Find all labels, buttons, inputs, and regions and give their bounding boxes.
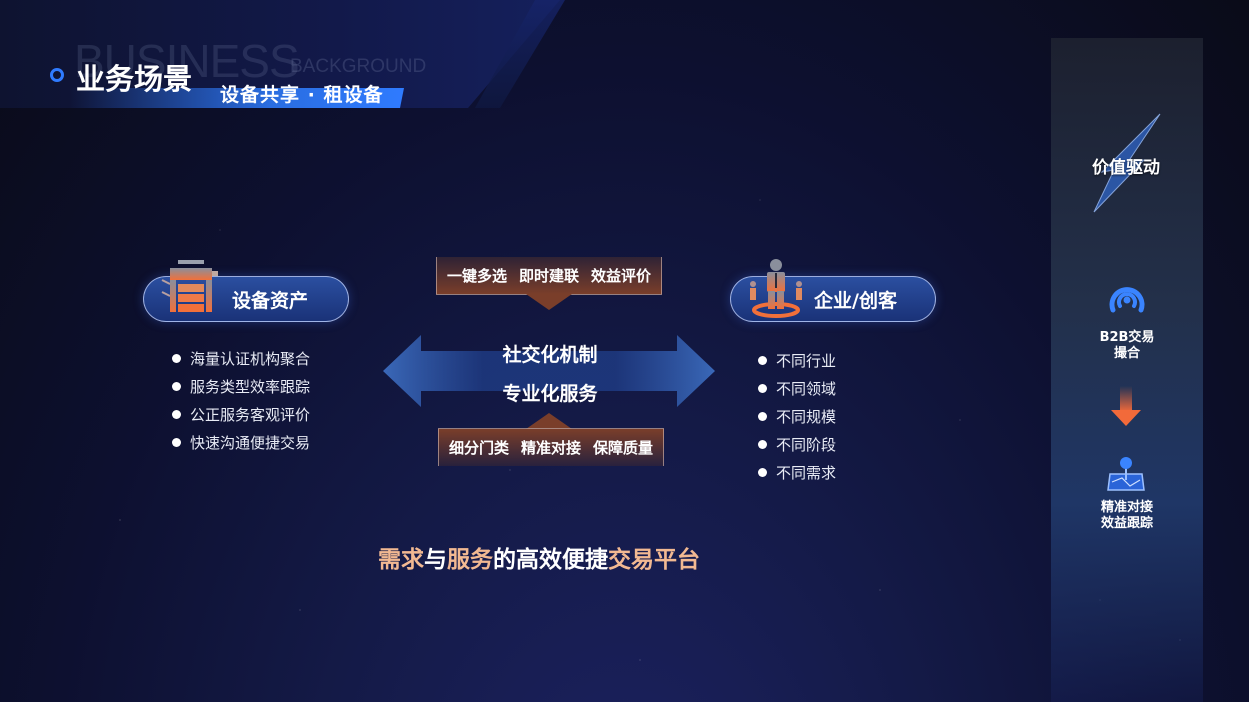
equipment-assets-label: 设备资产 xyxy=(232,290,309,312)
bullet-icon xyxy=(758,439,767,449)
platform-tagline: 需求与服务的高效便捷交易平台 xyxy=(378,547,700,573)
tag: 即时建联 xyxy=(518,267,579,285)
broadcast-signal-icon xyxy=(1109,287,1145,313)
header-bg-word: BUSINESS xyxy=(74,35,300,87)
social-mechanism-text: 社交化机制 xyxy=(502,344,598,366)
down-arrow-icon xyxy=(1111,386,1141,426)
bullet-icon xyxy=(758,467,767,477)
list-item: 公正服务客观评价 xyxy=(172,400,310,428)
map-pin-icon xyxy=(1107,457,1145,491)
header-bg-word-small: BACKGROUND xyxy=(290,56,427,77)
bullet-icon xyxy=(172,409,181,419)
bullet-icon xyxy=(172,437,181,447)
precise-matching-caption: 精准对接 效益跟踪 xyxy=(1100,500,1153,531)
subtitle-bar xyxy=(70,88,404,108)
list-item: 服务类型效率跟踪 xyxy=(172,372,310,400)
top-tags-box: 一键多选 即时建联 效益评价 xyxy=(436,257,662,295)
list-item: 不同行业 xyxy=(758,346,836,374)
list-item: 快速沟通便捷交易 xyxy=(172,428,310,456)
bullet-icon xyxy=(758,383,767,393)
title-bullet-icon xyxy=(50,68,64,82)
page-subtitle: 设备共享 · 租设备 xyxy=(220,84,384,106)
b2b-matching-caption: B2B交易 撮合 xyxy=(1099,330,1155,361)
professional-service-text: 专业化服务 xyxy=(502,383,598,405)
enterprise-maker-label: 企业/创客 xyxy=(814,290,897,312)
people-group-icon xyxy=(750,259,802,318)
tag: 一键多选 xyxy=(446,267,507,285)
value-driver-title: 价值驱动 xyxy=(1092,158,1160,178)
bullet-icon xyxy=(758,355,767,365)
enterprise-segments-list: 不同行业 不同领域 不同规模 不同阶段 不同需求 xyxy=(758,346,836,486)
list-item: 不同领域 xyxy=(758,374,836,402)
bullet-icon xyxy=(172,381,181,391)
tag: 细分门类 xyxy=(448,439,509,457)
top-tags-pointer xyxy=(526,294,572,310)
tag: 保障质量 xyxy=(593,439,654,457)
copier-machine-icon xyxy=(161,260,218,312)
double-arrow-icon xyxy=(383,335,715,407)
bottom-tags-pointer xyxy=(526,413,572,429)
list-item: 不同需求 xyxy=(758,458,836,486)
equipment-assets-pill xyxy=(143,276,349,322)
equipment-features-list: 海量认证机构聚合 服务类型效率跟踪 公正服务客观评价 快速沟通便捷交易 xyxy=(172,344,310,456)
bullet-icon xyxy=(758,411,767,421)
list-item: 海量认证机构聚合 xyxy=(172,344,310,372)
tag: 效益评价 xyxy=(591,267,652,285)
list-item: 不同阶段 xyxy=(758,430,836,458)
page-title: 业务场景 xyxy=(76,62,193,96)
lightning-bolt-icon xyxy=(1093,113,1161,213)
tag: 精准对接 xyxy=(520,439,581,457)
bullet-icon xyxy=(172,353,181,363)
list-item: 不同规模 xyxy=(758,402,836,430)
bottom-tags-box: 细分门类 精准对接 保障质量 xyxy=(438,428,664,466)
